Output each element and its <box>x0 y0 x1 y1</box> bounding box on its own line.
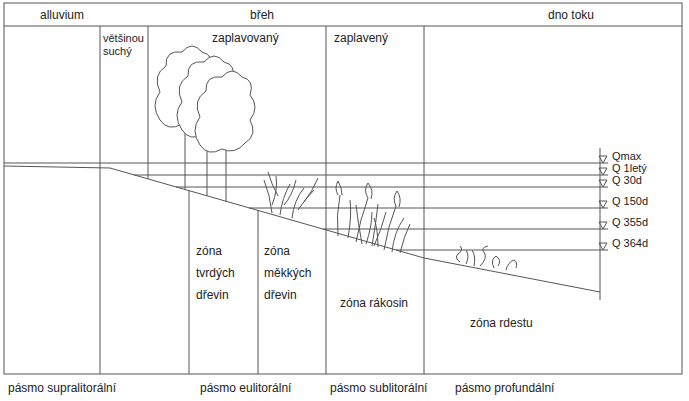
column-line <box>148 26 149 179</box>
zone-label: zóna rdestu <box>470 316 533 330</box>
column-heading: břeh <box>250 8 274 22</box>
header-line <box>4 26 682 27</box>
column-line <box>100 26 101 374</box>
level-marks <box>599 156 607 250</box>
shrubs <box>264 172 318 218</box>
column-line <box>189 191 190 374</box>
belt-label: pásmo supralitorální <box>8 381 116 395</box>
column-line <box>326 26 327 374</box>
pondweed <box>456 246 516 270</box>
zone-label: většinou suchý <box>103 32 149 58</box>
belt-label: pásmo profundální <box>455 381 554 395</box>
level-label: Qmax <box>612 150 641 162</box>
zone-label: zaplavovaný <box>212 31 279 45</box>
level-label: Q 1letý <box>612 162 647 174</box>
column-heading: alluvium <box>40 8 84 22</box>
reeds <box>336 181 410 253</box>
zone-label: zóna měkkých dřevin <box>264 240 322 306</box>
zone-label: zaplavený <box>334 31 388 45</box>
frame <box>4 3 682 374</box>
water-level <box>4 163 608 164</box>
zone-label: zóna rákosin <box>340 296 408 310</box>
column-line <box>258 210 259 374</box>
column-heading: dno toku <box>548 8 594 22</box>
trees <box>155 46 255 202</box>
water-level <box>396 250 608 251</box>
water-level <box>323 229 608 230</box>
zone-label: zóna tvrdých dřevin <box>196 240 252 306</box>
water-level <box>176 187 608 188</box>
belt-label: pásmo sublitorální <box>330 381 427 395</box>
level-label: Q 364d <box>612 237 648 249</box>
belt-label: pásmo eulitorální <box>200 381 291 395</box>
water-level <box>134 175 608 176</box>
water-level <box>249 208 608 209</box>
level-label: Q 30d <box>612 174 642 186</box>
level-label: Q 355d <box>612 216 648 228</box>
column-line <box>424 26 425 374</box>
level-label: Q 150d <box>612 195 648 207</box>
